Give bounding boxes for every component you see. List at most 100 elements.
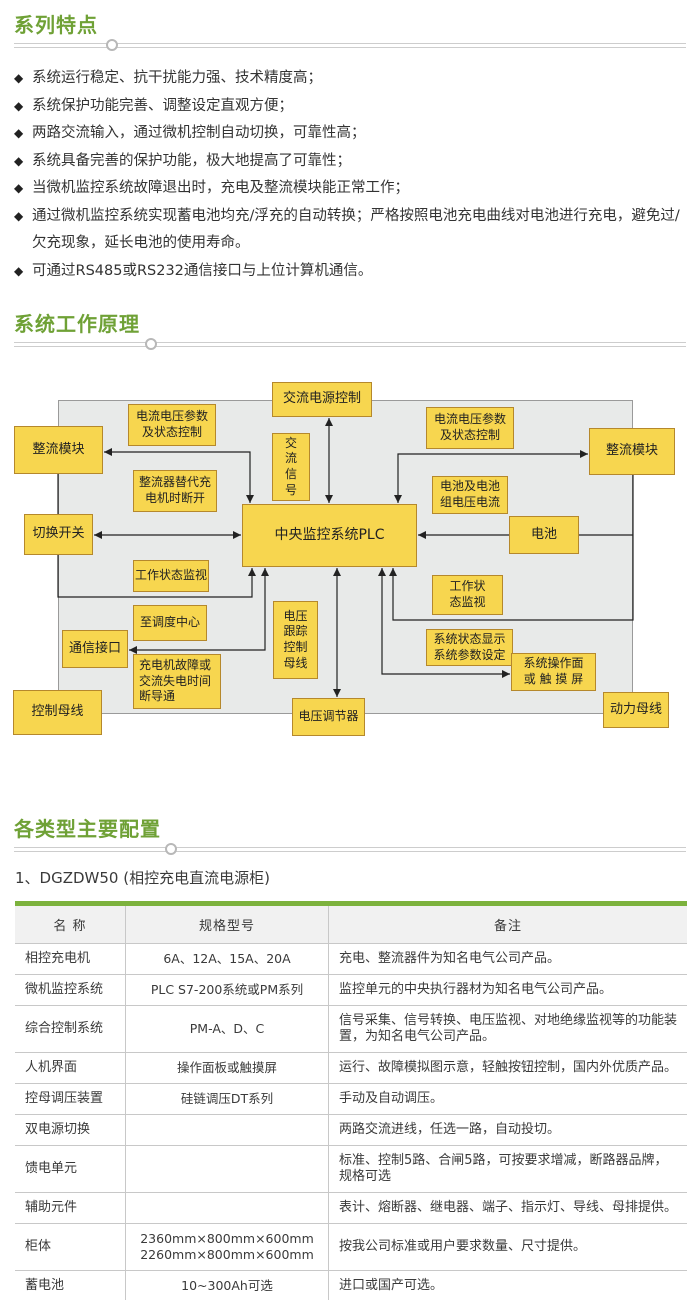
- diagram-box-comm-interface: 通信接口: [62, 630, 128, 668]
- diagram-box-charger-fault: 充电机故障或 交流失电时间 断导通: [133, 654, 221, 709]
- list-item: ◆ 可通过RS485或RS232通信接口与上位计算机通信。: [14, 258, 686, 286]
- table-row: 控母调压装置 硅链调压DT系列 手动及自动调压。: [15, 1083, 687, 1115]
- cell-spec: 10~300Ah可选: [125, 1270, 329, 1300]
- table-row: 柜体 2360mm×800mm×600mm 2260mm×800mm×600mm…: [15, 1223, 687, 1271]
- table-row: 相控充电机 6A、12A、15A、20A 充电、整流器件为知名电气公司产品。: [15, 943, 687, 975]
- diagram-box-central-plc: 中央监控系统PLC: [242, 504, 417, 567]
- diamond-bullet-icon: ◆: [14, 208, 24, 223]
- diagram-box-voltage-regulator: 电压调节器: [292, 698, 365, 736]
- diagram-box-battery-voltage-current: 电池及电池 组电压电流: [432, 476, 508, 514]
- diagram-box-transfer-switch: 切换开关: [24, 514, 93, 555]
- cell-spec: [125, 1192, 329, 1224]
- diagram-box-system-status-display: 系统状态显示 系统参数设定: [426, 629, 513, 666]
- diagram-box-operation-panel: 系统操作面 或 触 摸 屏: [511, 653, 596, 691]
- diagram-box-dispatch-center: 至调度中心: [133, 605, 207, 641]
- diagram-box-battery: 电池: [509, 516, 579, 554]
- cell-name: 辅助元件: [15, 1192, 126, 1224]
- cell-remark: 进口或国产可选。: [328, 1270, 687, 1300]
- cell-remark: 监控单元的中央执行器材为知名电气公司产品。: [328, 974, 687, 1006]
- diagram-box-power-bus: 动力母线: [603, 692, 669, 728]
- column-header-remark: 备注: [328, 906, 687, 944]
- cell-spec: [125, 1114, 329, 1146]
- table-row: 蓄电池 10~300Ah可选 进口或国产可选。: [15, 1270, 687, 1300]
- config-table: 名 称 规格型号 备注 相控充电机 6A、12A、15A、20A 充电、整流器件…: [15, 906, 687, 1300]
- section-features-header: 系列特点: [14, 0, 686, 51]
- cell-remark: 表计、熔断器、继电器、端子、指示灯、导线、母排提供。: [328, 1192, 687, 1224]
- section-divider: [14, 338, 686, 350]
- table-header-row: 名 称 规格型号 备注: [15, 906, 687, 944]
- diagram-box-rectifier-module-right: 整流模块: [589, 428, 675, 475]
- cell-spec: 硅链调压DT系列: [125, 1083, 329, 1115]
- list-item: ◆ 系统保护功能完善、调整设定直观方便；: [14, 93, 686, 121]
- diagram-box-rectifier-replace: 整流器替代充 电机时断开: [133, 470, 217, 512]
- system-flow-diagram: 交流电源控制 电流电压参数 及状态控制 整流模块 交 流 信 号 电流电压参数 …: [0, 372, 700, 772]
- cell-name: 控母调压装置: [15, 1083, 126, 1115]
- feature-text: 两路交流输入，通过微机控制自动切换，可靠性高；: [32, 125, 366, 141]
- feature-text: 系统运行稳定、抗干扰能力强、技术精度高；: [32, 70, 322, 86]
- diagram-box-ac-power-control: 交流电源控制: [272, 382, 372, 417]
- cell-name: 蓄电池: [15, 1270, 126, 1300]
- divider-knob-icon: [106, 39, 118, 51]
- feature-text: 系统具备完善的保护功能，极大地提高了可靠性；: [32, 152, 351, 169]
- cell-name: 微机监控系统: [15, 974, 126, 1006]
- section-title-config: 各类型主要配置: [14, 817, 161, 841]
- diamond-bullet-icon: ◆: [14, 181, 24, 195]
- cell-remark: 信号采集、信号转换、电压监视、对地绝缘监视等的功能装置，为知名电气公司产品。: [328, 1005, 687, 1053]
- diagram-connectors: [57, 418, 634, 697]
- cell-spec: PLC S7-200系统或PM系列: [125, 974, 329, 1006]
- section-divider: [14, 39, 686, 51]
- cell-remark: 运行、故障模拟图示意，轻触按钮控制，国内外优质产品。: [328, 1052, 687, 1084]
- diagram-box-work-status-right: 工作状 态监视: [432, 575, 503, 615]
- cell-spec: 操作面板或触摸屏: [125, 1052, 329, 1084]
- cell-remark: 两路交流进线，任选一路，自动投切。: [328, 1114, 687, 1146]
- divider-knob-icon: [145, 338, 157, 350]
- section-divider: [14, 843, 686, 855]
- cell-spec: 2360mm×800mm×600mm 2260mm×800mm×600mm: [125, 1223, 329, 1271]
- table-row: 综合控制系统 PM-A、D、C 信号采集、信号转换、电压监视、对地绝缘监视等的功…: [15, 1005, 687, 1053]
- section-title-features: 系列特点: [14, 13, 98, 37]
- diamond-bullet-icon: ◆: [14, 153, 24, 168]
- cell-remark: 充电、整流器件为知名电气公司产品。: [328, 943, 687, 975]
- feature-text: 系统保护功能完善、调整设定直观方便；: [32, 97, 293, 114]
- diamond-bullet-icon: ◆: [14, 71, 24, 85]
- diagram-box-param-control-right: 电流电压参数 及状态控制: [426, 407, 514, 449]
- diagram-box-rectifier-module-left: 整流模块: [14, 426, 103, 474]
- table-row: 微机监控系统 PLC S7-200系统或PM系列 监控单元的中央执行器材为知名电…: [15, 974, 687, 1006]
- diamond-bullet-icon: ◆: [14, 263, 24, 278]
- section-title-principle: 系统工作原理: [14, 312, 140, 336]
- list-item: ◆ 当微机监控系统故障退出时，充电及整流模块能正常工作；: [14, 175, 686, 203]
- diagram-box-param-control-left: 电流电压参数 及状态控制: [128, 404, 216, 446]
- diagram-box-ac-signal: 交 流 信 号: [272, 433, 310, 501]
- cell-spec: [125, 1145, 329, 1193]
- cell-remark: 标准、控制5路、合闸5路，可按要求增减，断路器品牌，规格可选: [328, 1145, 687, 1193]
- cell-remark: 手动及自动调压。: [328, 1083, 687, 1115]
- feature-text: 可通过RS485或RS232通信接口与上位计算机通信。: [32, 262, 373, 279]
- cell-name: 馈电单元: [15, 1145, 126, 1193]
- table-row: 馈电单元 标准、控制5路、合闸5路，可按要求增减，断路器品牌，规格可选: [15, 1145, 687, 1193]
- cell-spec: 6A、12A、15A、20A: [125, 943, 329, 975]
- diagram-box-work-status-left: 工作状态监视: [133, 560, 209, 592]
- feature-text: 当微机监控系统故障退出时，充电及整流模块能正常工作；: [32, 180, 409, 196]
- cell-name: 双电源切换: [15, 1114, 126, 1146]
- cell-name: 综合控制系统: [15, 1005, 126, 1053]
- cell-name: 相控充电机: [15, 943, 126, 975]
- section-config-header: 各类型主要配置: [14, 816, 686, 855]
- table-row: 双电源切换 两路交流进线，任选一路，自动投切。: [15, 1114, 687, 1146]
- diamond-bullet-icon: ◆: [14, 98, 24, 113]
- diagram-box-control-bus: 控制母线: [13, 690, 102, 735]
- table-row: 人机界面 操作面板或触摸屏 运行、故障模拟图示意，轻触按钮控制，国内外优质产品。: [15, 1052, 687, 1084]
- section-principle-header: 系统工作原理: [14, 311, 686, 350]
- diagram-box-voltage-track-bus: 电压 跟踪 控制 母线: [273, 601, 318, 679]
- table-row: 辅助元件 表计、熔断器、继电器、端子、指示灯、导线、母排提供。: [15, 1192, 687, 1224]
- column-header-spec: 规格型号: [125, 906, 329, 944]
- diamond-bullet-icon: ◆: [14, 126, 24, 140]
- cell-spec: PM-A、D、C: [125, 1005, 329, 1053]
- cell-name: 柜体: [15, 1223, 126, 1271]
- table-top-bar: [15, 901, 687, 906]
- feature-text: 通过微机监控系统实现蓄电池均充/浮充的自动转换；严格按照电池充电曲线对电池进行充…: [32, 207, 680, 252]
- config-subtitle: 1、DGZDW50 (相控充电直流电源柜): [15, 869, 270, 887]
- feature-list: ◆ 系统运行稳定、抗干扰能力强、技术精度高； ◆ 系统保护功能完善、调整设定直观方便…: [14, 65, 686, 285]
- cell-name: 人机界面: [15, 1052, 126, 1084]
- divider-knob-icon: [165, 843, 177, 855]
